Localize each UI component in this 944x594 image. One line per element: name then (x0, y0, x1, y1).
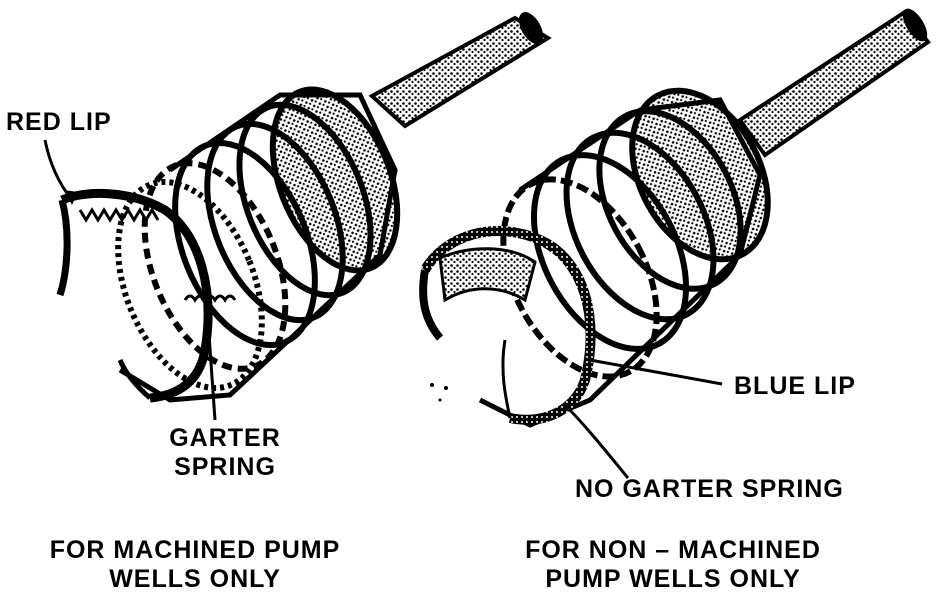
left-body-outline (118, 92, 398, 403)
blue-lip-leader (589, 358, 723, 386)
right-caption-line2: PUMP WELLS ONLY (545, 565, 801, 593)
blue-lip-label: BLUE LIP (734, 372, 856, 400)
left-caption-line1: FOR MACHINED PUMP (49, 536, 341, 564)
garter-spring-leader (206, 319, 217, 421)
right-caption: FOR NON – MACHINED PUMP WELLS ONLY (488, 536, 858, 594)
left-seal-assembly (56, 12, 552, 403)
blue-lip (419, 226, 596, 425)
right-seal-assembly (419, 8, 931, 428)
garter-spring-coil (183, 294, 237, 303)
right-leaders (563, 358, 723, 479)
red-lip (56, 189, 213, 403)
left-caption: FOR MACHINED PUMP WELLS ONLY (20, 536, 370, 594)
garter-spring-label-line1: GARTER (169, 424, 281, 452)
right-caption-line1: FOR NON – MACHINED (525, 536, 821, 564)
red-lip-label: RED LIP (6, 108, 112, 136)
garter-spring-label: GARTER SPRING (160, 424, 290, 482)
left-leaders (43, 139, 217, 421)
garter-spring-label-line2: SPRING (174, 453, 276, 481)
left-shaft (368, 12, 552, 129)
no-garter-spring-leader (563, 403, 630, 479)
right-shaft (737, 8, 931, 158)
left-caption-line2: WELLS ONLY (109, 565, 281, 593)
speckles (430, 383, 448, 402)
no-garter-spring-label: NO GARTER SPRING (575, 475, 844, 503)
